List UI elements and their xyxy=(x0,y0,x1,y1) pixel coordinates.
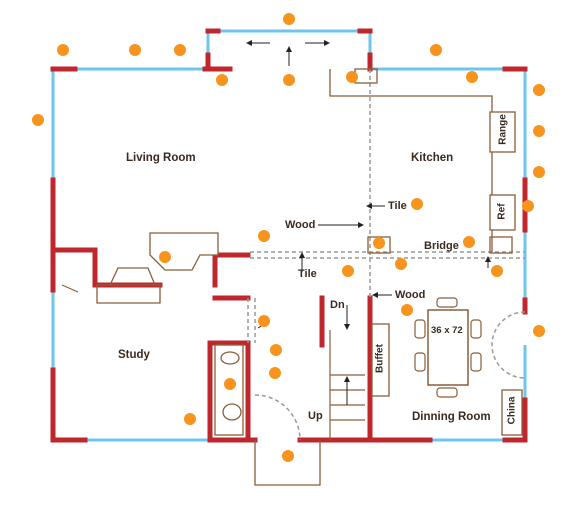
stair-run xyxy=(329,330,365,440)
kitchen-counter xyxy=(329,69,493,252)
entry-porch xyxy=(254,440,321,486)
buffet-box xyxy=(371,323,390,397)
tile-label-left: Tile xyxy=(298,268,317,280)
range-label: Range xyxy=(497,114,509,145)
room-label-kitchen: Kitchen xyxy=(411,152,454,164)
room-label-study: Study xyxy=(118,349,150,361)
kitchen-sink xyxy=(354,68,378,84)
dashed-openings xyxy=(247,69,526,441)
fireplace-living xyxy=(149,232,219,271)
toilet xyxy=(222,403,242,421)
fireplace-study xyxy=(96,267,161,304)
dining-chairs xyxy=(414,297,482,398)
stairs-down-label: Dn xyxy=(330,299,345,311)
markers xyxy=(32,13,545,462)
stairs-up-label: Up xyxy=(308,410,323,422)
windows xyxy=(51,29,527,442)
arrow-heads xyxy=(246,40,491,382)
wood-label-right: Wood xyxy=(395,289,426,301)
range-box xyxy=(489,111,516,153)
room-label-dining-room: Dinning Room xyxy=(412,411,491,423)
china-box xyxy=(501,389,523,436)
study-door xyxy=(61,284,79,293)
wood-label-left: Wood xyxy=(285,219,316,231)
room-label-living-room: Living Room xyxy=(126,152,196,164)
ref-box xyxy=(489,194,516,231)
tile-label-top: Tile xyxy=(388,200,407,212)
dining-table xyxy=(427,309,469,386)
buffet-label: Buffet xyxy=(374,344,386,373)
bath-enclosure xyxy=(214,344,244,436)
table-size-label: 36 x 72 xyxy=(431,325,463,336)
bridge-label: Bridge xyxy=(424,240,459,252)
china-label: China xyxy=(506,396,518,425)
bath-sink xyxy=(220,351,240,365)
bridge-threshold-right xyxy=(489,236,513,254)
ref-label: Ref xyxy=(496,203,508,220)
